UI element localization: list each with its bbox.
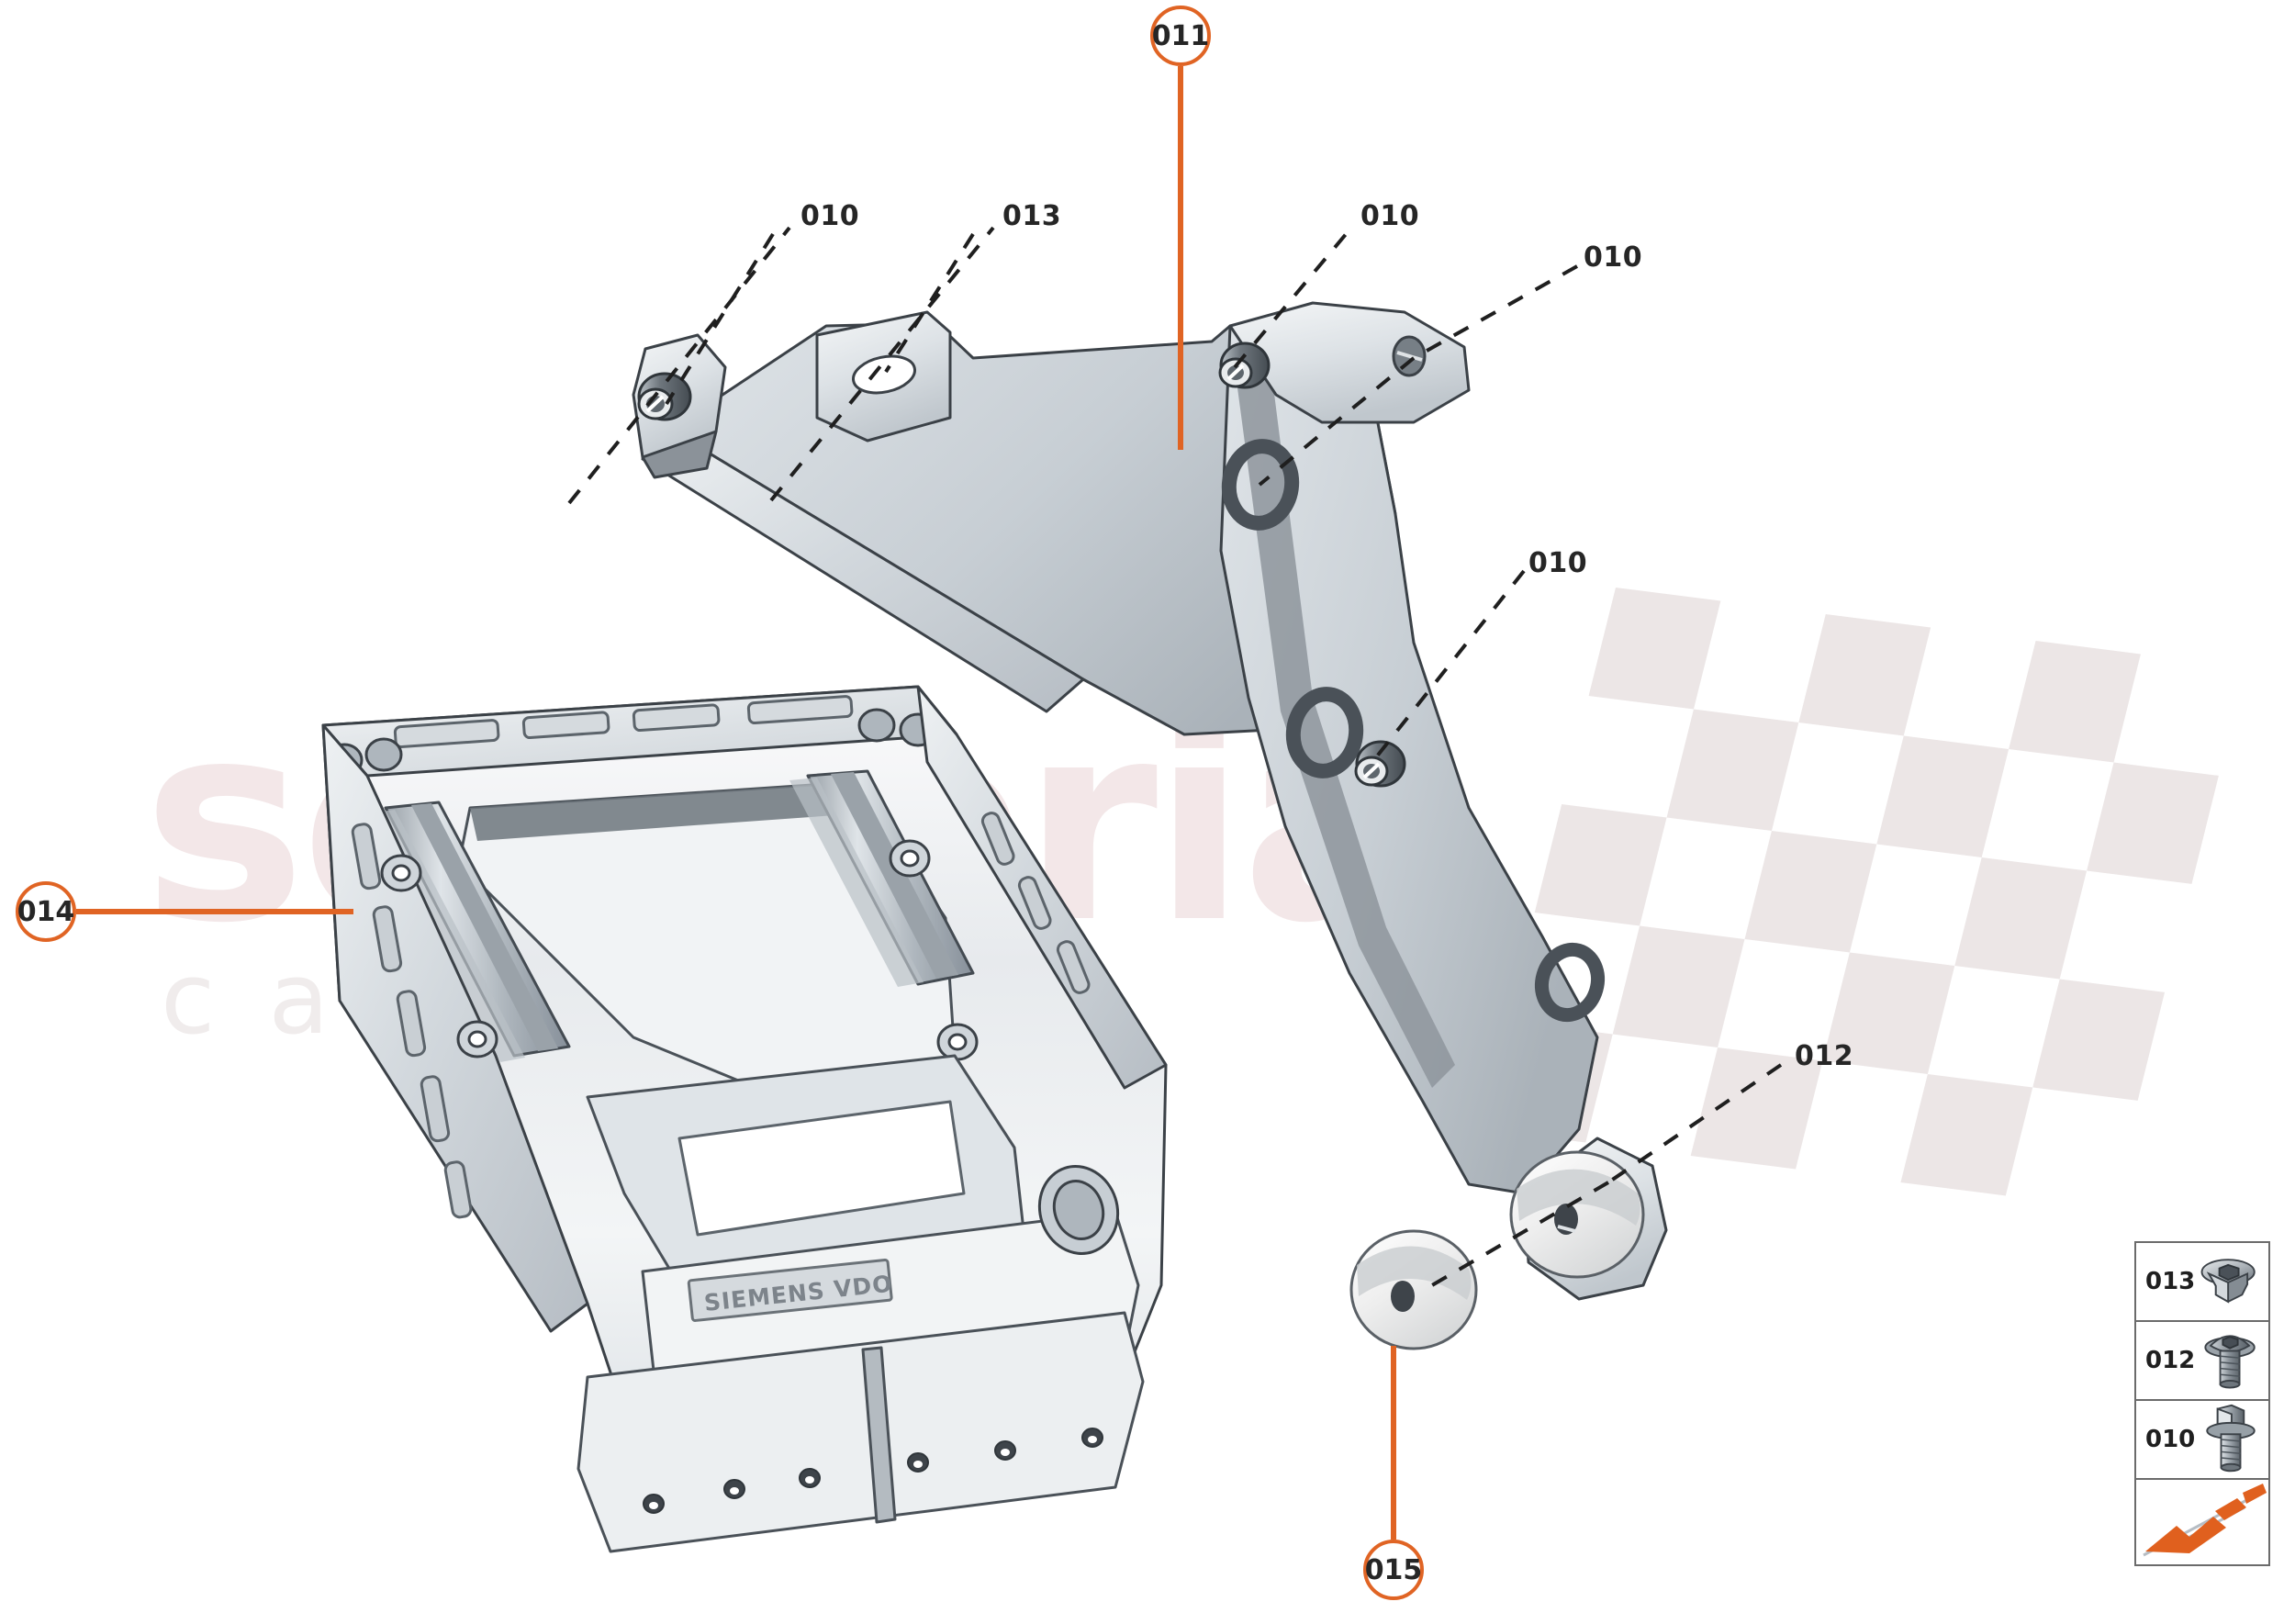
- flanged-bolt-icon: [2193, 1322, 2268, 1399]
- bracket-cutout-2: [1285, 687, 1364, 778]
- bracket-vertical-arm: [1219, 324, 1599, 1195]
- leader-010-a2: [665, 232, 775, 406]
- ecu-skirt-divider: [861, 1346, 897, 1524]
- ecu-right-rail-slots: [980, 812, 1091, 994]
- leader-013: [769, 226, 995, 502]
- ecu-mount-eyelets: [380, 839, 979, 1061]
- brand-logo-icon: [2136, 1480, 2268, 1564]
- bushing-on-bracket: [1509, 1150, 1645, 1279]
- legend-row-010[interactable]: 010: [2136, 1401, 2268, 1480]
- parts-legend: 013: [2134, 1241, 2270, 1566]
- bolt-boss-left: [637, 372, 692, 421]
- legend-row-logo[interactable]: [2136, 1480, 2268, 1564]
- dashed-label-012: 012: [1795, 1040, 1854, 1072]
- leader-010-a: [567, 226, 791, 505]
- dashed-label-010-d: 010: [1528, 547, 1588, 579]
- legend-number-013: 013: [2145, 1268, 2196, 1295]
- dashed-label-010-b: 010: [1360, 200, 1420, 232]
- leader-010-c2: [1258, 356, 1416, 487]
- bracket-cutout-3: [1535, 942, 1605, 1023]
- dashed-leader-lines: [567, 226, 1783, 1287]
- engine-control-unit: SIEMENS VDO: [321, 685, 1168, 1553]
- bolt-boss-mid: [1354, 740, 1406, 788]
- flange-nut-icon: [2193, 1243, 2268, 1320]
- mounting-bracket: [632, 301, 1668, 1301]
- leader-010-d: [1371, 569, 1526, 764]
- callout-014[interactable]: 014: [16, 881, 76, 942]
- ecu-skirt-screws: [643, 1428, 1103, 1514]
- dashed-label-013: 013: [1002, 200, 1062, 232]
- leader-010-c: [1413, 264, 1578, 360]
- bracket-cutout-1: [1221, 439, 1300, 531]
- callout-015[interactable]: 015: [1363, 1540, 1424, 1600]
- checkered-flag-icon: [1480, 588, 2219, 1196]
- ecu-fins-right: [789, 769, 975, 987]
- bracket-upper-tab: [1228, 301, 1471, 424]
- dashed-label-010-c: 010: [1584, 241, 1643, 274]
- hex-flange-bolt-icon: [2193, 1401, 2268, 1478]
- legend-number-010: 010: [2145, 1426, 2196, 1453]
- rubber-bushing: [1349, 1229, 1478, 1350]
- ecu-connector-window: [677, 1100, 966, 1237]
- legend-row-013[interactable]: 013: [2136, 1243, 2268, 1322]
- bracket-left-ear-shadow: [641, 430, 718, 479]
- ecu-recess-shade: [470, 782, 861, 841]
- legend-row-012[interactable]: 012: [2136, 1322, 2268, 1401]
- bolt-bosses: [637, 342, 1406, 788]
- bracket-nut-tab-slot: [852, 354, 916, 395]
- ecu-side-connector: [1037, 1165, 1120, 1255]
- ecu-right-rail: [916, 685, 1168, 1090]
- bolt-boss-top-right: [1218, 342, 1271, 389]
- ecu-top-slots: [393, 695, 854, 749]
- leader-012b: [1430, 1181, 1610, 1287]
- callout-011[interactable]: 011: [1150, 6, 1211, 66]
- leader-013b: [884, 232, 975, 374]
- callout-leader-lines: [76, 66, 1396, 1540]
- ecu-brand-plate: [687, 1259, 893, 1322]
- dashed-label-010-a: 010: [800, 200, 860, 232]
- ecu-bottom-skirt: [577, 1311, 1145, 1553]
- leader-012: [1606, 1063, 1783, 1184]
- ecu-left-rail-slots: [351, 823, 473, 1219]
- legend-number-012: 012: [2145, 1347, 2196, 1374]
- bracket-arm-shade: [1235, 367, 1455, 1088]
